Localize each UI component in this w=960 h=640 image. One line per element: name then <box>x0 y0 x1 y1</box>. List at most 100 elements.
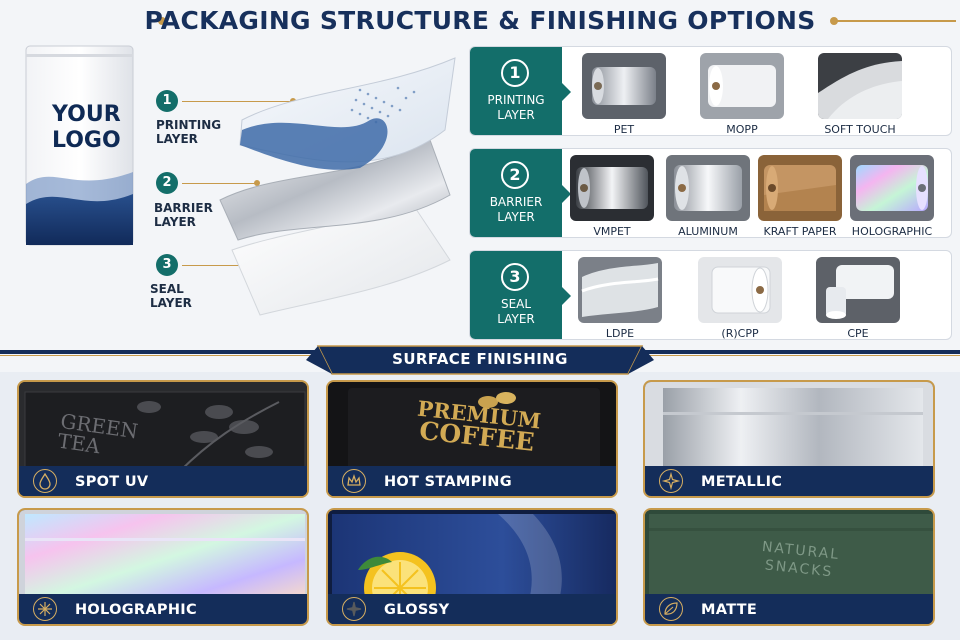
material-thumb-pet <box>582 53 666 119</box>
layer-badge-3: 3 <box>156 254 178 276</box>
layer-label-3-line2: LAYER <box>150 296 192 310</box>
material-label-rcpp: (R)CPP <box>721 327 759 340</box>
material-thumb-aluminum <box>666 155 750 221</box>
material-ldpe[interactable]: LDPE <box>578 257 662 340</box>
sparkle-icon <box>659 469 683 493</box>
panel-tag-label-3-line1: SEAL <box>500 297 532 311</box>
material-label-cpe: CPE <box>847 327 869 340</box>
material-label-ldpe: LDPE <box>605 327 635 340</box>
panel-number-3: 3 <box>501 263 529 291</box>
material-label-holographic: HOLOGRAPHIC <box>851 225 933 238</box>
finish-label-metallic: METALLIC <box>701 474 783 490</box>
shine-icon <box>342 597 366 621</box>
pouch-logo-line2: LOGO <box>52 128 121 153</box>
finish-bar-hot-stamping <box>328 466 616 496</box>
page-header: PACKAGING STRUCTURE & FINISHING OPTIONS <box>0 0 960 44</box>
leaf-icon <box>659 597 683 621</box>
panel-tag-label-2-line2: LAYER <box>497 210 535 224</box>
material-mopp[interactable]: MOPP <box>700 53 784 136</box>
finish-label-hot-stamping: HOT STAMPING <box>384 474 512 490</box>
material-thumb-soft-touch <box>818 53 902 119</box>
panel-arrow-1 <box>562 83 571 101</box>
material-kraft-paper[interactable]: KRAFT PAPER <box>758 155 842 238</box>
material-vmpet[interactable]: VMPET <box>570 155 654 238</box>
layer-label-1-line1: PRINTING <box>156 118 222 132</box>
finish-bar-spot-uv <box>19 466 307 496</box>
header-rule-left <box>150 20 160 22</box>
panel-arrow-2 <box>562 185 571 203</box>
layer-label-1-line2: LAYER <box>156 132 198 146</box>
panel-number-1: 1 <box>501 59 529 87</box>
finish-card-metallic[interactable]: METALLIC <box>643 380 935 498</box>
panel-tag-barrier: 2 BARRIER LAYER <box>470 149 571 237</box>
pouch-logo-line1: YOUR <box>52 102 121 127</box>
finish-bar-matte <box>645 594 933 624</box>
structure-panel-printing: 1 PRINTING LAYER PET MOPP SOFT TOUCH <box>469 46 952 136</box>
spot-uv-image-text: GREEN TEA <box>56 409 139 461</box>
header-rule-right <box>836 20 956 22</box>
structure-panel-seal: 3 SEAL LAYER LDPE (R)CPP CPE <box>469 250 952 340</box>
material-thumb-mopp <box>700 53 784 119</box>
finish-bar-metallic <box>645 466 933 496</box>
section-divider <box>0 345 960 375</box>
finish-bar-holographic <box>19 594 307 624</box>
page-title: PACKAGING STRUCTURE & FINISHING OPTIONS <box>144 6 816 35</box>
seal-layer-sheet <box>231 199 451 316</box>
finish-label-matte: MATTE <box>701 602 758 618</box>
finish-card-hot-stamping[interactable]: PREMIUM COFFEE HOT STAMPING <box>326 380 618 498</box>
droplet-icon <box>33 469 57 493</box>
finish-label-glossy: GLOSSY <box>384 602 450 618</box>
material-holographic[interactable]: HOLOGRAPHIC <box>850 155 934 238</box>
material-thumb-holographic <box>850 155 934 221</box>
barrier-layer-sheet <box>219 139 451 241</box>
header-dot-right <box>830 17 838 25</box>
material-label-kraft-paper: KRAFT PAPER <box>763 225 837 238</box>
material-label-soft-touch: SOFT TOUCH <box>824 123 896 136</box>
panel-tag-label-3: SEAL LAYER <box>470 297 562 327</box>
material-soft-touch[interactable]: SOFT TOUCH <box>818 53 902 136</box>
finish-card-glossy[interactable]: GLOSSY <box>326 508 618 626</box>
material-thumb-cpe <box>816 257 900 323</box>
material-aluminum[interactable]: ALUMINUM <box>666 155 750 238</box>
panel-number-2: 2 <box>501 161 529 189</box>
layer-label-2-line1: BARRIER <box>154 201 213 215</box>
panel-tag-label-1-line2: LAYER <box>497 108 535 122</box>
finish-bar-glossy <box>328 594 616 624</box>
exploded-layer-illustration <box>210 50 470 320</box>
leader-dot-2 <box>254 180 260 186</box>
pouch-logo-text: YOUR LOGO <box>52 102 121 154</box>
panel-tag-label-2: BARRIER LAYER <box>470 195 562 225</box>
material-thumb-rcpp <box>698 257 782 323</box>
panel-tag-label-3-line2: LAYER <box>497 312 535 326</box>
material-label-vmpet: VMPET <box>593 225 631 238</box>
leader-line-1 <box>182 101 294 102</box>
structure-panel-barrier: 2 BARRIER LAYER VMPET ALUMINUM KRAFT PAP… <box>469 148 952 238</box>
layer-label-1: PRINTING LAYER <box>156 118 221 146</box>
panel-arrow-3 <box>562 287 571 305</box>
material-thumb-ldpe <box>578 257 662 323</box>
panel-tag-label-1: PRINTING LAYER <box>470 93 562 123</box>
header-dot-left <box>158 17 166 25</box>
layer-label-3: SEAL LAYER <box>150 282 192 310</box>
material-cpe[interactable]: CPE <box>816 257 900 340</box>
surface-finishing-title: SURFACE FINISHING <box>392 350 568 368</box>
material-thumb-kraft-paper <box>758 155 842 221</box>
layer-badge-2: 2 <box>156 172 178 194</box>
finish-card-holographic[interactable]: HOLOGRAPHIC <box>17 508 309 626</box>
layer-label-2: BARRIER LAYER <box>154 201 213 229</box>
layer-label-3-line1: SEAL <box>150 282 184 296</box>
layer-label-2-line2: LAYER <box>154 215 196 229</box>
leader-line-2 <box>182 183 256 184</box>
pouch-mockup <box>24 44 135 247</box>
material-thumb-vmpet <box>570 155 654 221</box>
crown-icon <box>342 469 366 493</box>
finish-card-matte[interactable]: NATURAL SNACKS MATTE <box>643 508 935 626</box>
material-pet[interactable]: PET <box>582 53 666 136</box>
material-label-pet: PET <box>613 123 635 136</box>
layer-badge-1: 1 <box>156 90 178 112</box>
panel-tag-label-2-line1: BARRIER <box>489 195 543 209</box>
material-rcpp[interactable]: (R)CPP <box>698 257 782 340</box>
panel-tag-seal: 3 SEAL LAYER <box>470 251 571 339</box>
finish-label-holographic: HOLOGRAPHIC <box>75 602 197 618</box>
finish-card-spot-uv[interactable]: GREEN TEA SPOT UV <box>17 380 309 498</box>
